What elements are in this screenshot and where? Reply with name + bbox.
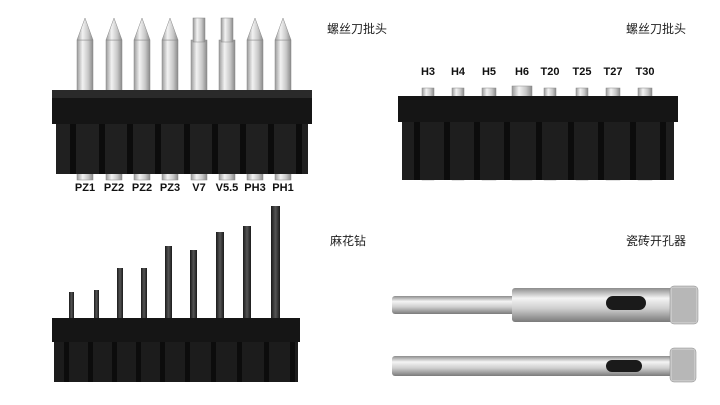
bit-label: H5 [481, 66, 497, 78]
drill-bits-title: 麻花钻 [330, 234, 367, 248]
bit-label: H6 [514, 66, 530, 78]
bit-label: T27 [603, 66, 623, 78]
bit-label: PH3 [244, 182, 266, 194]
tile-hole-saw-set [392, 285, 699, 383]
twist-drill-set [52, 206, 300, 382]
bit-label: PZ2 [103, 182, 125, 194]
bit-row [52, 17, 312, 181]
bit-label: PZ2 [131, 182, 153, 194]
bit-label: PZ3 [159, 182, 181, 194]
bit-label: H3 [420, 66, 436, 78]
hex-bits-title: 螺丝刀批头 [626, 22, 687, 36]
tile-hole-saw-title: 瓷砖开孔器 [626, 234, 687, 248]
hole-saw-2 [392, 347, 697, 383]
bit-label: T20 [540, 66, 560, 78]
bit-label: PZ1 [74, 182, 96, 194]
bit-label: T25 [572, 66, 592, 78]
bit-label: PH1 [272, 182, 294, 194]
bit-label: T30 [635, 66, 655, 78]
bit-label: H4 [450, 66, 466, 78]
bit-label: V7 [192, 182, 206, 194]
screwdriver-bits-title: 螺丝刀批头 [327, 22, 388, 36]
bit-label: V5.5 [215, 182, 239, 194]
screwdriver-bit-set [52, 17, 312, 181]
hole-saw-1 [392, 285, 699, 325]
hex-bit-set [398, 85, 678, 181]
